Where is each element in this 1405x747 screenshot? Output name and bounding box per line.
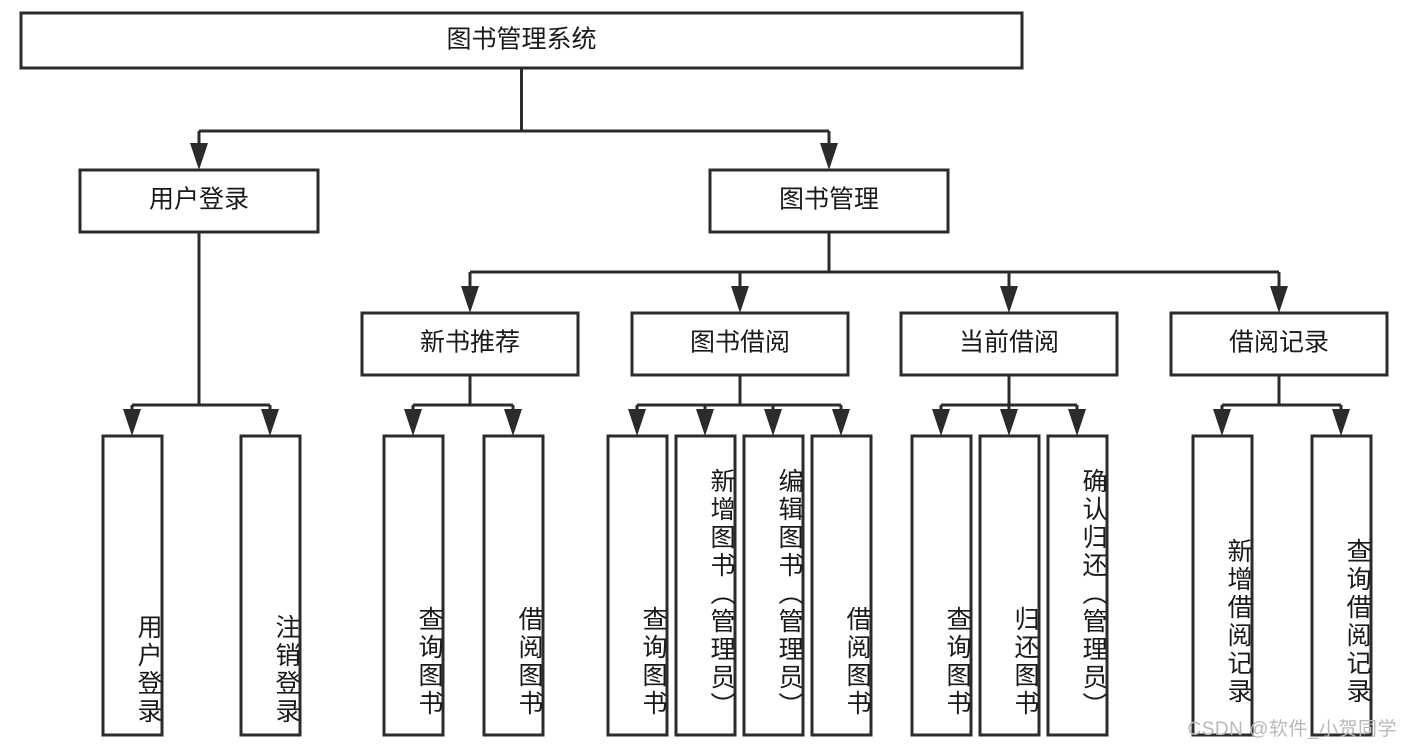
node-borrow-record-label: 借阅记录	[1229, 329, 1329, 357]
arrow-head-book-borrow	[731, 286, 749, 313]
node-borrow-record[interactable]: 借阅记录	[1169, 311, 1389, 377]
connector-group-root	[190, 68, 838, 170]
arrow-head-leaf-add-book	[696, 409, 714, 436]
arrow-head-leaf-user-login	[123, 409, 141, 436]
node-book-borrow-box[interactable]	[630, 311, 850, 377]
node-root-label: 图书管理系统	[446, 26, 596, 54]
node-user-login-label: 用户登录	[149, 186, 249, 214]
node-leaf-query-record-box[interactable]	[1310, 434, 1373, 737]
node-book-manage-box[interactable]	[708, 168, 950, 234]
node-user-login[interactable]: 用户登录	[78, 168, 320, 234]
arrow-head-leaf-query-book-2	[628, 409, 646, 436]
node-root-box[interactable]	[19, 11, 1024, 70]
arrow-head-leaf-query-record	[1332, 409, 1350, 436]
arrow-head-leaf-query-book-3	[932, 409, 950, 436]
node-user-login-box[interactable]	[78, 168, 320, 234]
node-book-manage[interactable]: 图书管理	[708, 168, 950, 234]
node-leaf-confirm-return-box[interactable]	[1046, 434, 1109, 737]
node-leaf-add-book-box[interactable]	[674, 434, 737, 737]
node-root[interactable]: 图书管理系统	[19, 11, 1024, 70]
connector-group-borrow-record	[1213, 375, 1350, 436]
connector-group-book-manage	[461, 232, 1288, 313]
arrow-head-leaf-borrow-book-1	[504, 409, 522, 436]
arrow-head-new-book-recommend	[461, 286, 479, 313]
csdn-watermark: CSDN @软件_小贺同学	[1187, 719, 1397, 740]
node-current-borrow-label: 当前借阅	[959, 329, 1059, 357]
node-leaf-user-logout-box[interactable]	[239, 434, 302, 737]
node-new-book-recommend-box[interactable]	[360, 311, 580, 377]
node-leaf-user-login-box[interactable]	[101, 434, 164, 737]
node-new-book-recommend[interactable]: 新书推荐	[360, 311, 580, 377]
leaf-boxes-group	[101, 434, 1373, 737]
arrow-head-current-borrow	[1000, 286, 1018, 313]
connector-group-new-book-recommend	[404, 375, 522, 436]
node-leaf-return-book-box[interactable]	[978, 434, 1041, 737]
node-book-manage-label: 图书管理	[779, 186, 879, 214]
arrow-head-borrow-record	[1270, 286, 1288, 313]
connector-group-current-borrow	[932, 375, 1086, 436]
arrow-head-user-login	[190, 143, 208, 170]
connector-group-user-login	[123, 232, 279, 436]
node-book-borrow[interactable]: 图书借阅	[630, 311, 850, 377]
node-current-borrow-box[interactable]	[899, 311, 1119, 377]
arrow-head-leaf-confirm-return	[1068, 409, 1086, 436]
arrow-head-leaf-edit-book	[764, 409, 782, 436]
node-new-book-recommend-label: 新书推荐	[420, 329, 520, 357]
arrow-head-leaf-query-book-1	[404, 409, 422, 436]
connector-group-book-borrow	[628, 375, 850, 436]
arrow-head-book-manage	[820, 143, 838, 170]
arrow-head-leaf-user-logout	[261, 409, 279, 436]
arrow-head-leaf-return-book	[1000, 409, 1018, 436]
node-book-borrow-label: 图书借阅	[690, 329, 790, 357]
node-borrow-record-box[interactable]	[1169, 311, 1389, 377]
node-leaf-edit-book-box[interactable]	[742, 434, 805, 737]
node-current-borrow[interactable]: 当前借阅	[899, 311, 1119, 377]
arrow-head-leaf-add-record	[1213, 409, 1231, 436]
arrow-head-leaf-borrow-book-2	[832, 409, 850, 436]
node-leaf-borrow-book-1-box[interactable]	[482, 434, 545, 737]
node-leaf-borrow-book-2-box[interactable]	[810, 434, 873, 737]
node-leaf-add-record-box[interactable]	[1191, 434, 1254, 737]
node-leaf-query-book-3-box[interactable]	[910, 434, 973, 737]
node-leaf-query-book-1-box[interactable]	[382, 434, 445, 737]
node-leaf-query-book-2-box[interactable]	[606, 434, 669, 737]
